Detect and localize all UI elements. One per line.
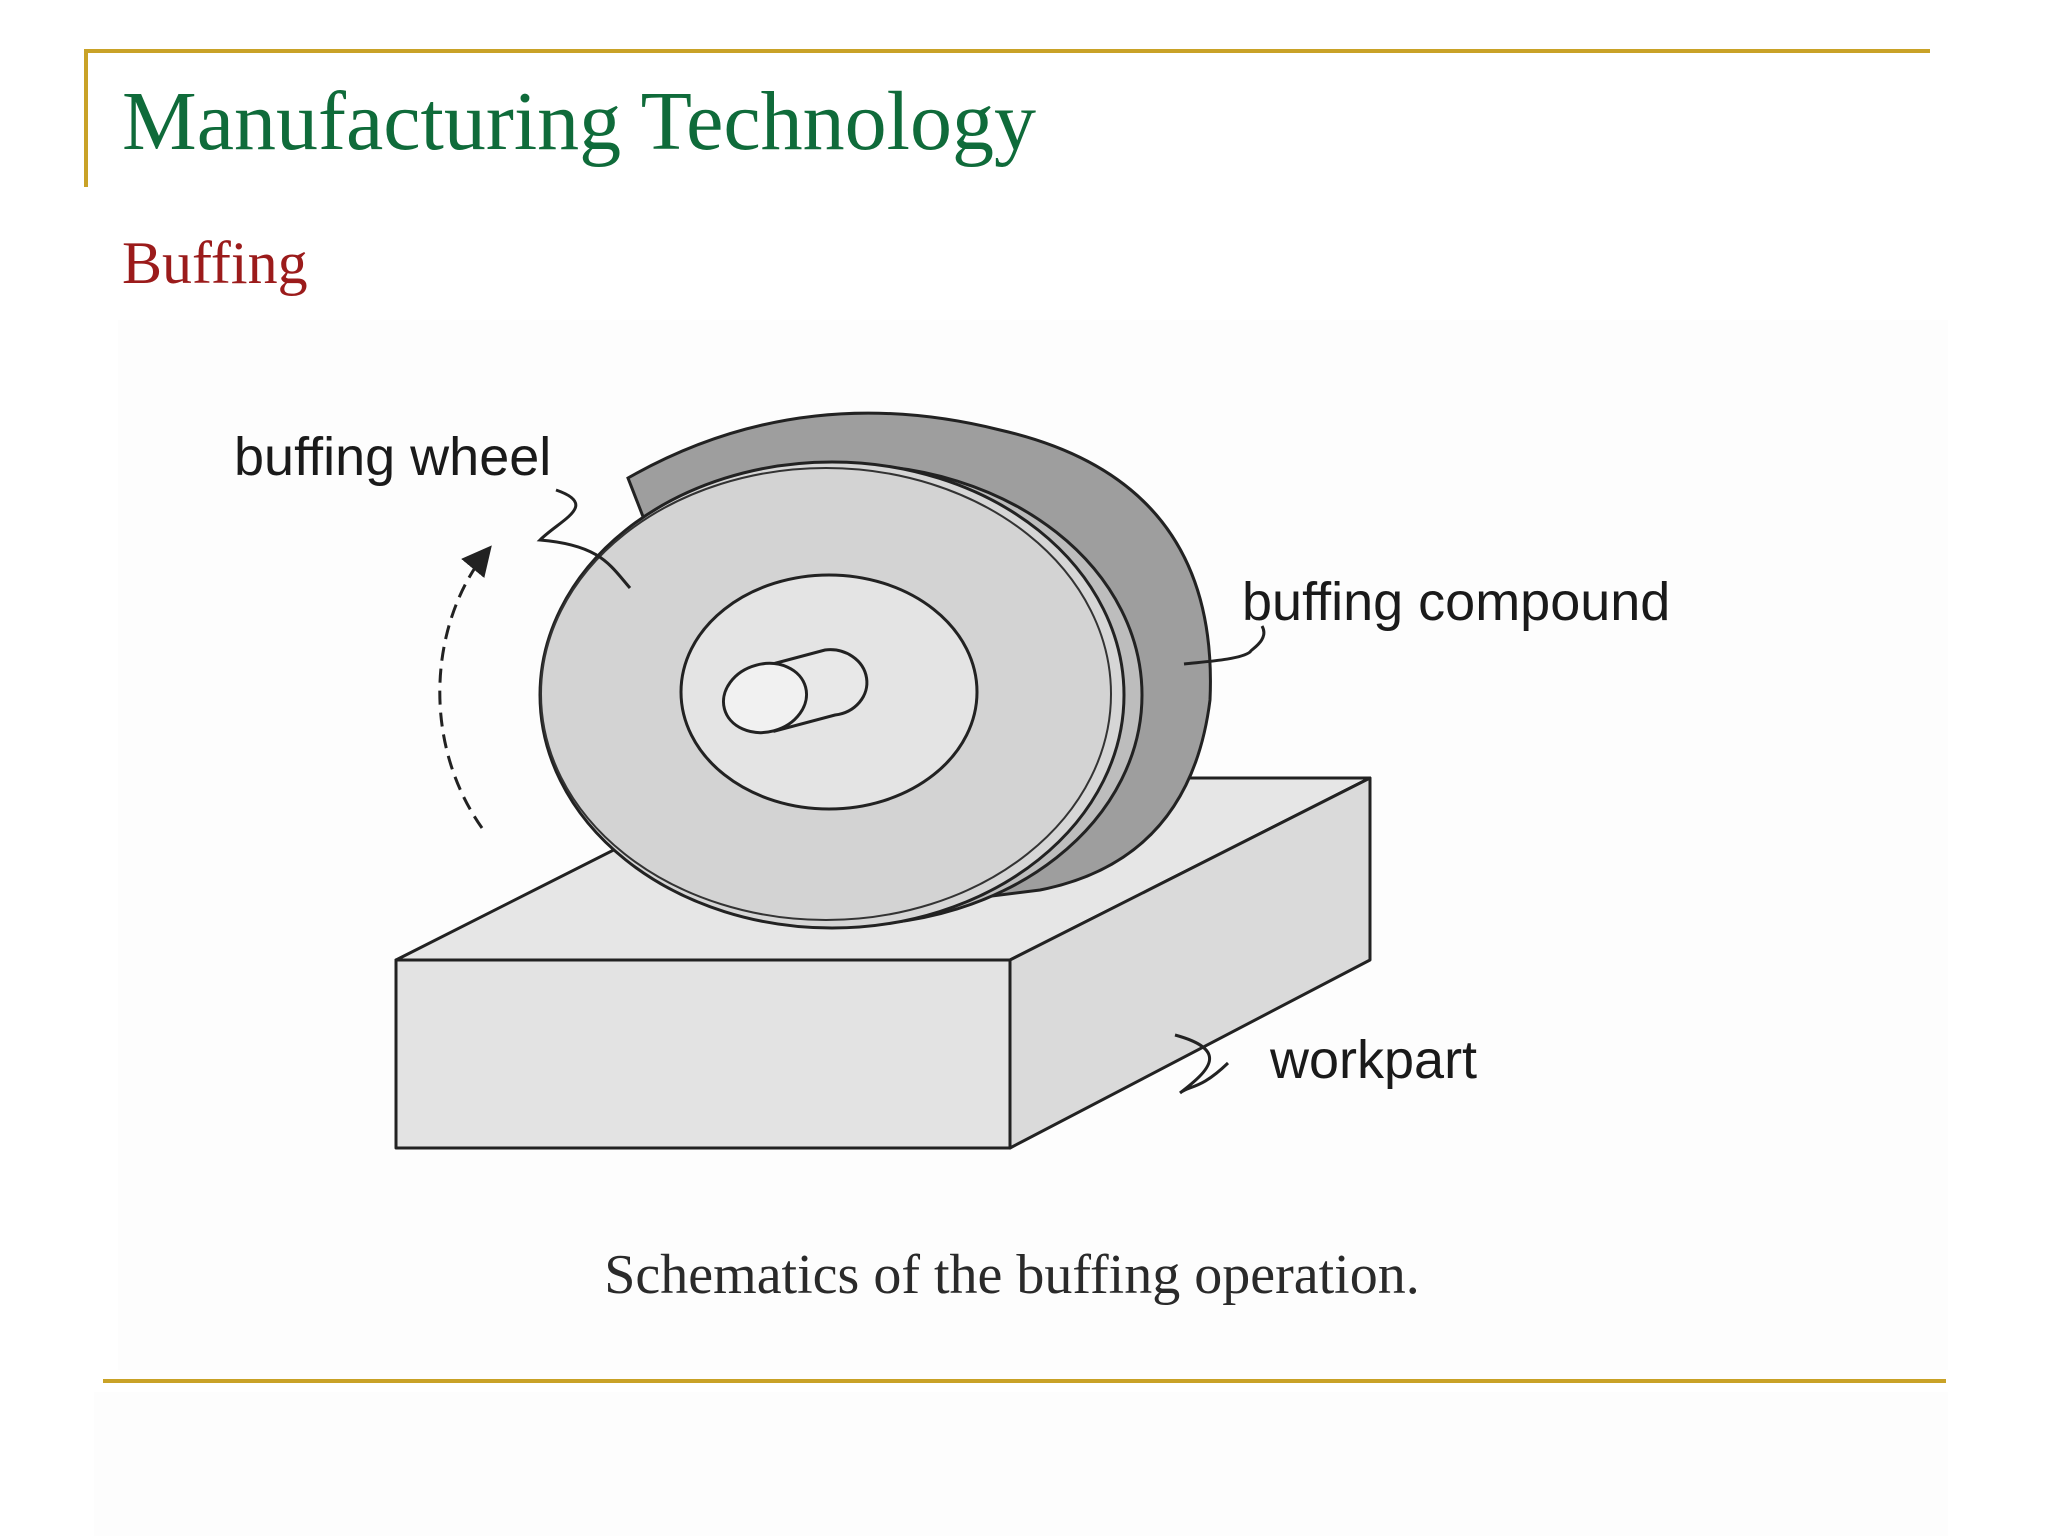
- shaft-end: [721, 661, 809, 735]
- slide-subtitle: Buffing: [122, 230, 308, 296]
- figure-caption: Schematics of the buffing operation.: [604, 1244, 1419, 1306]
- slide-title: Manufacturing Technology: [122, 75, 1036, 168]
- top-rule: [84, 49, 1930, 53]
- workpart-leader: [1174, 1033, 1230, 1095]
- compound-leader: [1183, 625, 1266, 666]
- wheel-leader: [536, 488, 632, 589]
- workpart-front-face: [394, 958, 1012, 1150]
- label-workpart: workpart: [1269, 1030, 1477, 1090]
- lower-panel: [94, 1392, 1948, 1536]
- label-buffing-compound: buffing compound: [1242, 572, 1670, 632]
- buffing-wheel: [538, 411, 1212, 930]
- rotation-arrow: [438, 545, 492, 829]
- side-rule: [84, 49, 88, 187]
- label-buffing-wheel: buffing wheel: [234, 427, 551, 487]
- bottom-rule: [103, 1379, 1946, 1383]
